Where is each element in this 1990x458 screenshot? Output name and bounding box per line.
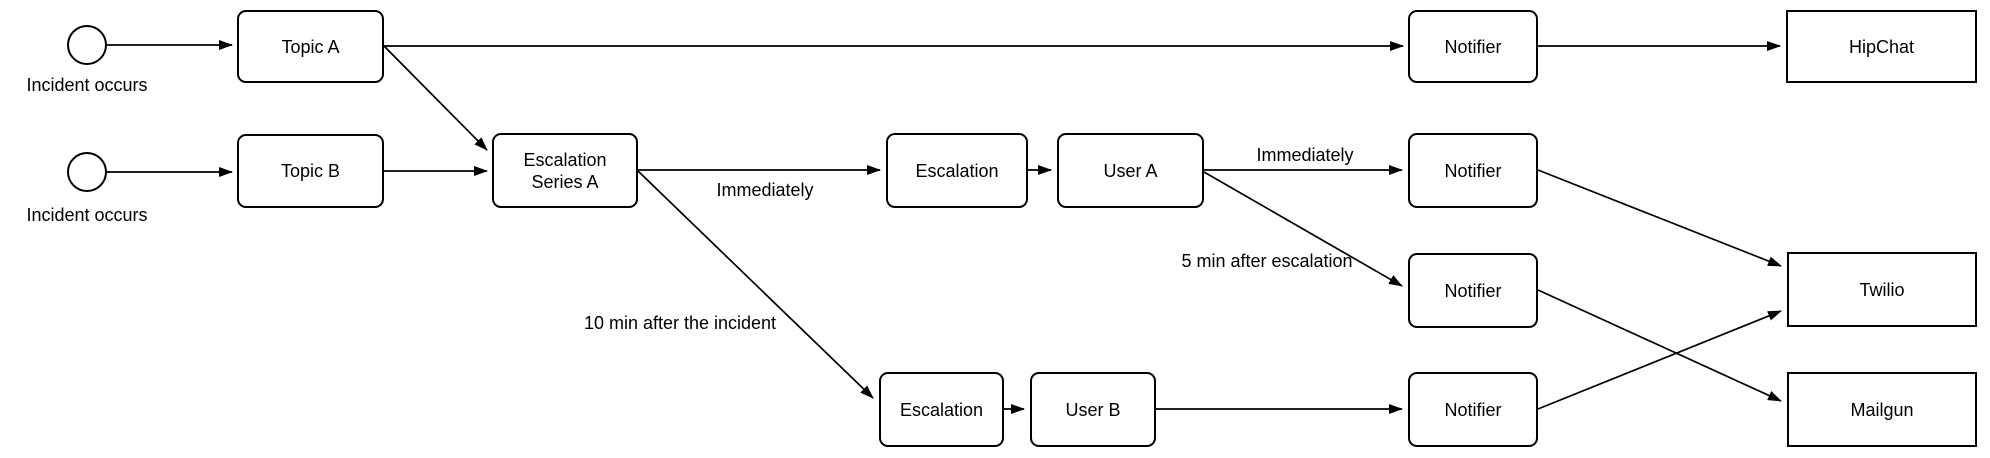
node-escalation-series-a: Escalation Series A xyxy=(492,133,638,208)
start-event-circle-a xyxy=(67,25,107,65)
node-hipchat: HipChat xyxy=(1786,10,1977,83)
node-topic-a: Topic A xyxy=(237,10,384,83)
node-mailgun: Mailgun xyxy=(1787,372,1977,447)
node-escalation-2: Escalation xyxy=(879,372,1004,447)
edge-label-10-min-after-incident: 10 min after the incident xyxy=(583,313,777,333)
edge-notifier-4-to-twilio xyxy=(1537,310,1782,410)
start-event-circle-b xyxy=(67,152,107,192)
edge-user-a-to-notifier-3 xyxy=(1203,171,1403,287)
node-notifier-3: Notifier xyxy=(1408,253,1538,328)
edge-notifier-2-to-twilio xyxy=(1537,169,1782,267)
edge-label-immediately-1: Immediately xyxy=(716,180,814,200)
node-escalation-1: Escalation xyxy=(886,133,1028,208)
node-user-a: User A xyxy=(1057,133,1204,208)
node-topic-b: Topic B xyxy=(237,134,384,208)
node-notifier-4: Notifier xyxy=(1408,372,1538,447)
node-notifier-2: Notifier xyxy=(1408,133,1538,208)
node-user-b: User B xyxy=(1030,372,1156,447)
node-notifier-1: Notifier xyxy=(1408,10,1538,83)
edge-label-immediately-2: Immediately xyxy=(1256,145,1354,165)
edge-esa-to-escalation-2 xyxy=(637,170,874,399)
node-twilio: Twilio xyxy=(1787,252,1977,327)
start-event-label-b: Incident occurs xyxy=(26,205,148,225)
edge-topic-a-to-escalation-series-a xyxy=(383,45,488,151)
edge-notifier-3-to-mailgun xyxy=(1537,289,1782,402)
start-event-label-a: Incident occurs xyxy=(26,75,148,95)
edge-label-5-min-after-escalation: 5 min after escalation xyxy=(1181,251,1353,271)
